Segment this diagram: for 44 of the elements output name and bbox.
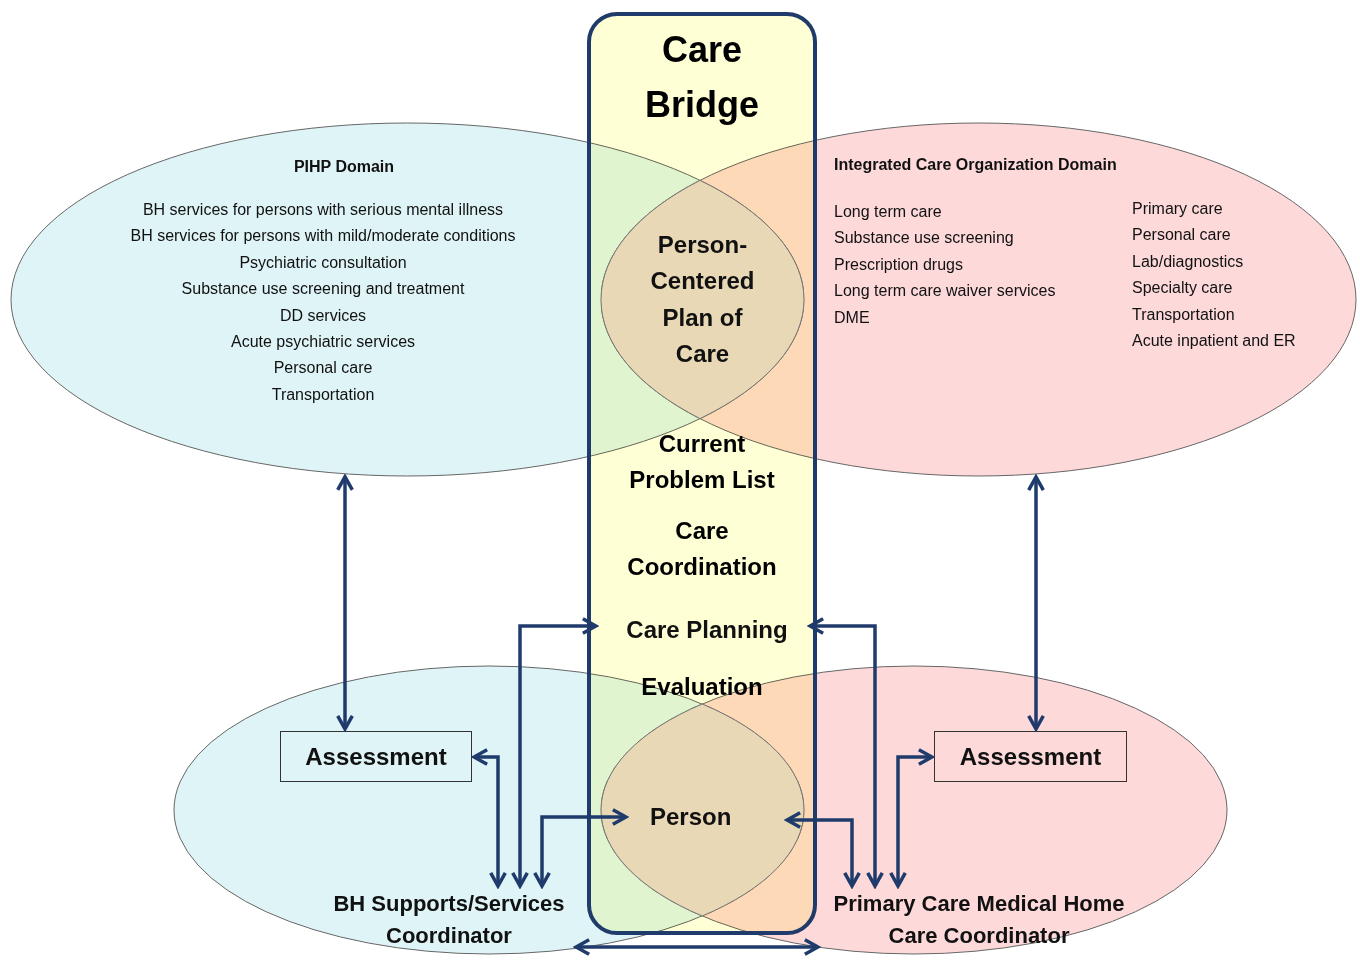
lens-shape xyxy=(601,703,804,917)
service-item: Personal care xyxy=(273,358,373,379)
double-arrow xyxy=(888,747,934,888)
service-item: Prescription drugs xyxy=(834,254,963,275)
band-text: Care Coordination xyxy=(626,516,778,582)
double-arrow xyxy=(335,475,355,731)
bridge-band xyxy=(587,12,817,935)
service-item: Acute psychiatric services xyxy=(230,332,416,353)
double-arrow xyxy=(785,810,862,888)
service-item: BH services for persons with mild/moderate conditions xyxy=(130,226,516,247)
service-item: Substance use screening xyxy=(834,228,1014,249)
service-item: Lab/diagnostics xyxy=(1132,251,1244,272)
service-item: Long term care waiver services xyxy=(834,281,1056,302)
service-item: Acute inpatient and ER xyxy=(1132,331,1296,352)
assessment-box: Assessment xyxy=(280,731,472,782)
node-label: Care Planning xyxy=(602,614,812,646)
service-item: Psychiatric consultation xyxy=(239,252,407,273)
service-item: Substance use screening and treatment xyxy=(181,279,465,300)
service-item: Long term care xyxy=(834,202,942,222)
double-arrow xyxy=(1026,475,1046,731)
double-arrow xyxy=(472,747,508,888)
lens-shape xyxy=(601,180,804,419)
domain-heading: PIHP Domain xyxy=(292,158,396,176)
service-item: BH services for persons with serious mental illness xyxy=(142,200,504,220)
double-arrow xyxy=(574,937,820,957)
coordinator-label: BH Supports/Services Coordinator xyxy=(324,888,574,952)
domain-heading: Integrated Care Organization Domain xyxy=(834,156,1118,174)
band-text: Current Problem List xyxy=(628,429,776,495)
service-item: Specialty care xyxy=(1132,278,1233,299)
service-item: Primary care xyxy=(1132,199,1223,219)
double-arrow xyxy=(510,616,598,888)
assessment-box: Assessment xyxy=(934,731,1127,782)
service-item: Transportation xyxy=(271,384,375,405)
service-item: DME xyxy=(834,307,870,328)
node-label: Person xyxy=(628,800,785,834)
service-item: Transportation xyxy=(1132,304,1235,325)
coordinator-label: Primary Care Medical Home Care Coordinator xyxy=(820,888,1138,952)
lens-text: Person-Centered Plan of Care xyxy=(649,229,756,369)
double-arrow xyxy=(808,616,885,888)
band-text: Evaluation xyxy=(640,672,764,702)
double-arrow xyxy=(532,807,628,888)
service-item: Personal care xyxy=(1132,225,1231,246)
service-item: DD services xyxy=(279,305,367,326)
band-title: Care Bridge xyxy=(644,28,760,127)
